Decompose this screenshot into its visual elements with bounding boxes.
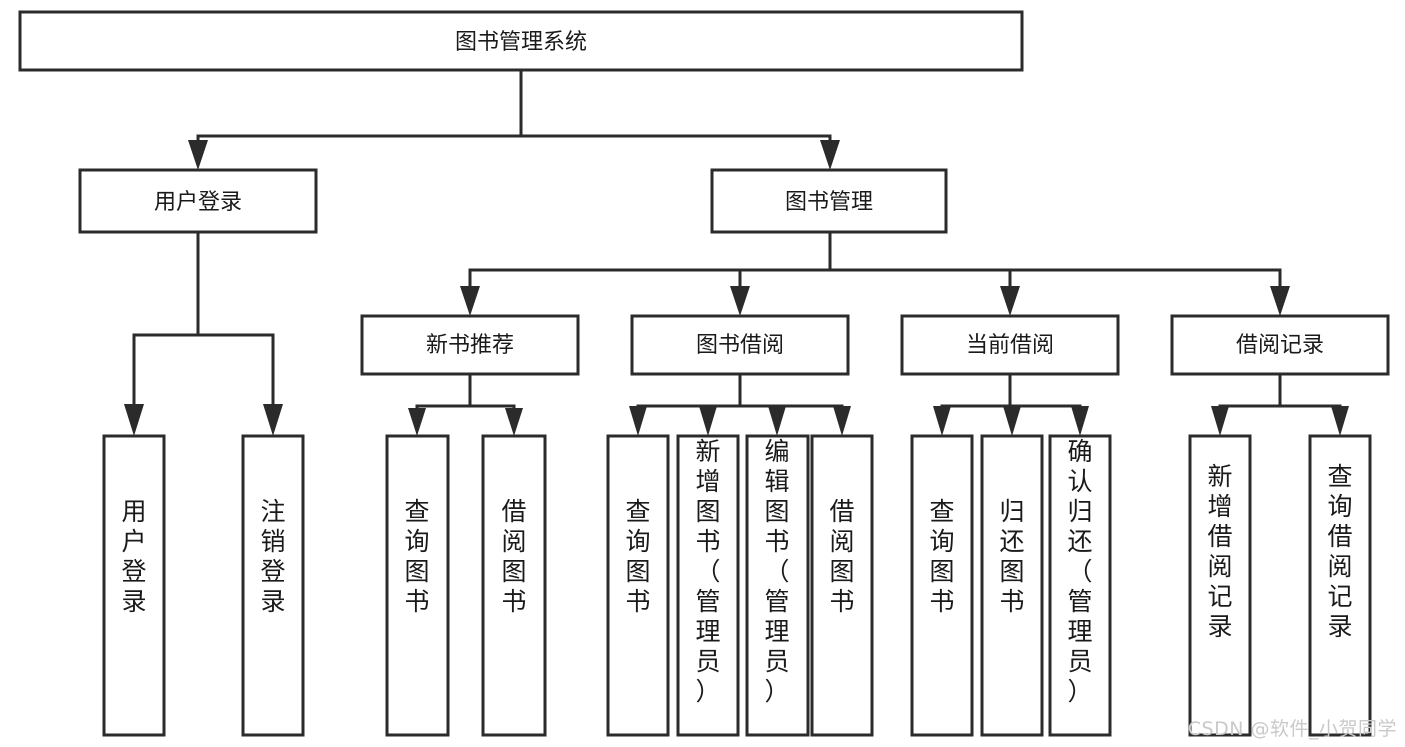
node-book-manage-box[interactable] [710, 168, 948, 234]
node-book-borrow-label: 图书借阅 [696, 333, 784, 358]
node-user-login-box[interactable] [78, 168, 318, 234]
node-user-login[interactable]: 用户登录 [78, 168, 318, 234]
node-new-book-recommend-label: 新书推荐 [426, 333, 514, 358]
arrow-current-leaf2 [1003, 406, 1021, 436]
node-book-borrow[interactable]: 图书借阅 [630, 314, 850, 376]
arrow-to-new-book [460, 286, 480, 316]
node-leaf-query-book-2-box[interactable] [606, 434, 670, 737]
node-leaf-user-login-label: 用户登录 [121, 497, 146, 616]
node-book-manage-label: 图书管理 [785, 190, 873, 215]
node-current-borrow-label: 当前借阅 [966, 333, 1054, 358]
arrow-to-current-borrow [1000, 286, 1020, 316]
arrow-to-book-manage [820, 140, 840, 170]
node-borrow-record-label: 借阅记录 [1236, 333, 1324, 358]
node-leaf-borrow-book-2-box[interactable] [810, 434, 874, 737]
node-leaf-return-book-box[interactable] [980, 434, 1044, 737]
node-leaf-logout-label: 注销登录 [260, 497, 285, 616]
node-leaf-add-borrow-record-label: 新增借阅记录 [1207, 462, 1232, 641]
arrow-borrow-leaf1 [629, 406, 647, 436]
arrow-newbook-leaf2 [505, 408, 523, 436]
node-leaf-confirm-return-admin-box[interactable] [1048, 434, 1112, 737]
node-user-login-label: 用户登录 [154, 190, 242, 215]
node-leaf-edit-book-admin-box[interactable] [745, 434, 810, 737]
node-leaf-return-book-label: 归还图书 [999, 497, 1024, 616]
arrow-borrow-leaf3 [768, 406, 786, 436]
node-book-borrow-box[interactable] [630, 314, 850, 376]
node-leaf-user-login-box[interactable] [102, 434, 166, 737]
node-leaf-query-book-1[interactable]: 查询图书 [385, 434, 450, 737]
node-leaf-borrow-book-1[interactable]: 借阅图书 [481, 434, 547, 737]
node-leaf-query-book-3-label: 查询图书 [929, 497, 954, 616]
node-leaf-query-borrow-record-box[interactable] [1308, 434, 1372, 737]
node-current-borrow-box[interactable] [900, 314, 1120, 376]
arrow-leaf-user-login [124, 404, 144, 436]
node-leaf-confirm-return-admin[interactable]: 确认归还（管理员） [1048, 434, 1112, 737]
node-leaf-borrow-book-2-label: 借阅图书 [829, 497, 854, 616]
node-leaf-edit-book-admin[interactable]: 编辑图书（管理员） [745, 434, 810, 737]
node-book-manage[interactable]: 图书管理 [710, 168, 948, 234]
arrow-leaf-logout [263, 404, 283, 436]
node-leaf-logout[interactable]: 注销登录 [241, 434, 305, 737]
node-leaf-add-book-admin-label: 新增图书（管理员） [695, 437, 720, 706]
csdn-watermark: CSDN @软件_小贺同学 [1187, 718, 1397, 740]
arrow-newbook-leaf1 [408, 408, 426, 436]
connector-layer [124, 68, 1349, 436]
node-leaf-query-book-1-box[interactable] [385, 434, 450, 737]
arrow-to-user-login [188, 140, 208, 170]
node-leaf-edit-book-admin-label: 编辑图书（管理员） [764, 437, 789, 706]
node-leaf-query-book-3-box[interactable] [910, 434, 974, 737]
node-root[interactable]: 图书管理系统 [18, 10, 1024, 72]
node-current-borrow[interactable]: 当前借阅 [900, 314, 1120, 376]
node-leaf-query-borrow-record-label: 查询借阅记录 [1327, 462, 1352, 641]
node-leaf-return-book[interactable]: 归还图书 [980, 434, 1044, 737]
node-leaf-add-book-admin[interactable]: 新增图书（管理员） [676, 434, 740, 737]
node-root-label: 图书管理系统 [455, 30, 587, 55]
arrow-record-leaf2 [1331, 406, 1349, 436]
node-borrow-record[interactable]: 借阅记录 [1170, 314, 1390, 376]
arrow-borrow-leaf2 [699, 406, 717, 436]
arrow-record-leaf1 [1211, 406, 1229, 436]
node-leaf-add-borrow-record[interactable]: 新增借阅记录 [1188, 434, 1252, 737]
node-new-book-recommend-box[interactable] [360, 314, 580, 376]
arrow-to-borrow [730, 286, 750, 316]
node-leaf-query-book-3[interactable]: 查询图书 [910, 434, 974, 737]
node-leaf-query-book-1-label: 查询图书 [404, 497, 429, 616]
node-new-book-recommend[interactable]: 新书推荐 [360, 314, 580, 376]
arrow-current-leaf3 [1071, 406, 1089, 436]
arrow-borrow-leaf4 [833, 406, 851, 436]
node-leaf-borrow-book-1-label: 借阅图书 [501, 497, 526, 616]
node-leaf-borrow-book-2[interactable]: 借阅图书 [810, 434, 874, 737]
node-leaf-borrow-book-1-box[interactable] [481, 434, 547, 737]
node-borrow-record-box[interactable] [1170, 314, 1390, 376]
node-root-box[interactable] [18, 10, 1024, 72]
node-leaf-add-book-admin-box[interactable] [676, 434, 740, 737]
node-leaf-query-book-2[interactable]: 查询图书 [606, 434, 670, 737]
node-leaf-user-login[interactable]: 用户登录 [102, 434, 166, 737]
node-leaf-query-book-2-label: 查询图书 [625, 497, 650, 616]
arrow-current-leaf1 [933, 406, 951, 436]
node-leaf-confirm-return-admin-label: 确认归还（管理员） [1067, 437, 1092, 706]
node-leaf-add-borrow-record-box[interactable] [1188, 434, 1252, 737]
node-leaf-query-borrow-record[interactable]: 查询借阅记录 [1308, 434, 1372, 737]
arrow-to-borrow-record [1270, 286, 1290, 316]
node-leaf-logout-box[interactable] [241, 434, 305, 737]
